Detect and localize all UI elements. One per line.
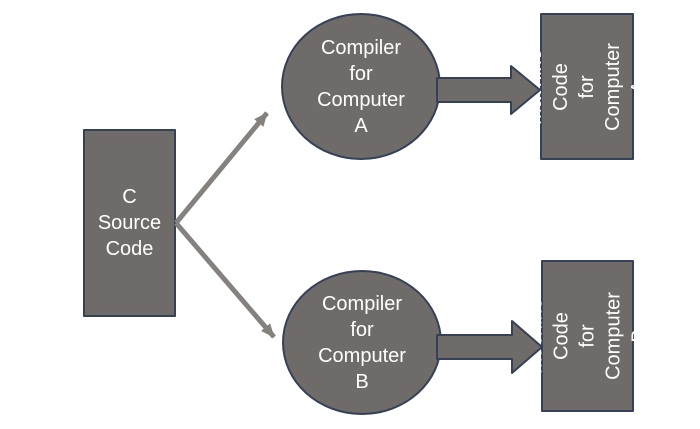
machine-code-b-label: Machine Code for Computer B [524, 292, 651, 380]
c-source-code-box: C Source Code [83, 129, 176, 317]
arrow-source-to-compiler-b [174, 221, 276, 339]
c-source-code-label: C Source Code [97, 186, 162, 260]
arrow-source-to-compiler-a [174, 111, 269, 225]
machine-code-a-box: Machine Code for Computer A [524, 13, 650, 160]
machine-code-a-label: Machine Code for Computer A [524, 42, 650, 131]
compiler-a-ellipse: Compiler for Computer A [281, 13, 441, 160]
machine-code-b-box: Machine Code for Computer B [525, 260, 651, 412]
compiler-b-ellipse: Compiler for Computer B [282, 270, 442, 415]
compiler-b-label: Compiler for Computer B [318, 292, 406, 393]
compiler-a-label: Compiler for Computer A [317, 36, 405, 137]
